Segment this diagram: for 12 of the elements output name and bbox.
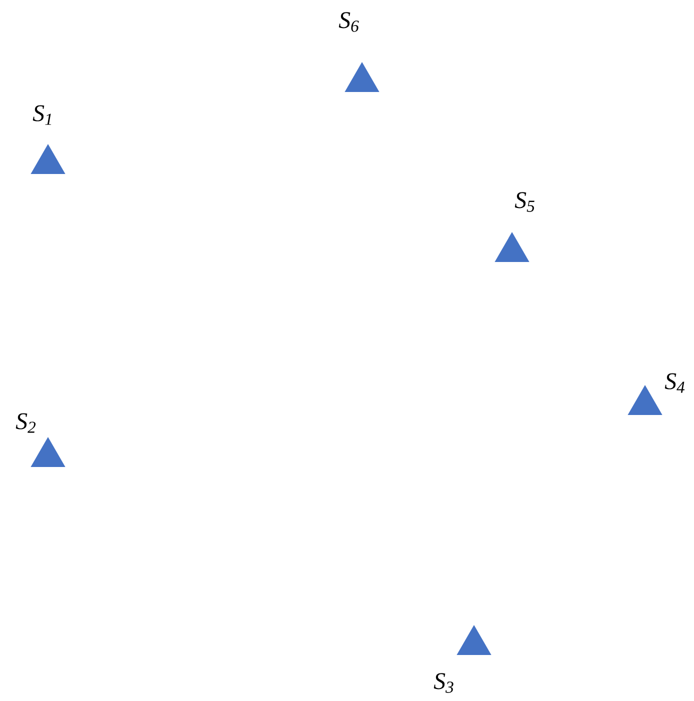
node-label: S$_{3}$ xyxy=(434,673,454,693)
node-label: S$_{1}$ xyxy=(32,105,52,125)
triangle-marker xyxy=(30,437,66,467)
triangle-marker xyxy=(456,625,492,655)
node-label: S$_{4}$ xyxy=(664,373,685,393)
triangle-marker xyxy=(30,144,66,174)
node-label: S$_{5}$ xyxy=(514,192,534,212)
triangle-marker xyxy=(494,232,530,262)
triangle-marker xyxy=(628,385,662,415)
node-label: S$_{2}$ xyxy=(16,413,36,433)
triangle-marker xyxy=(344,62,380,92)
node-label: S$_{6}$ xyxy=(338,12,359,32)
